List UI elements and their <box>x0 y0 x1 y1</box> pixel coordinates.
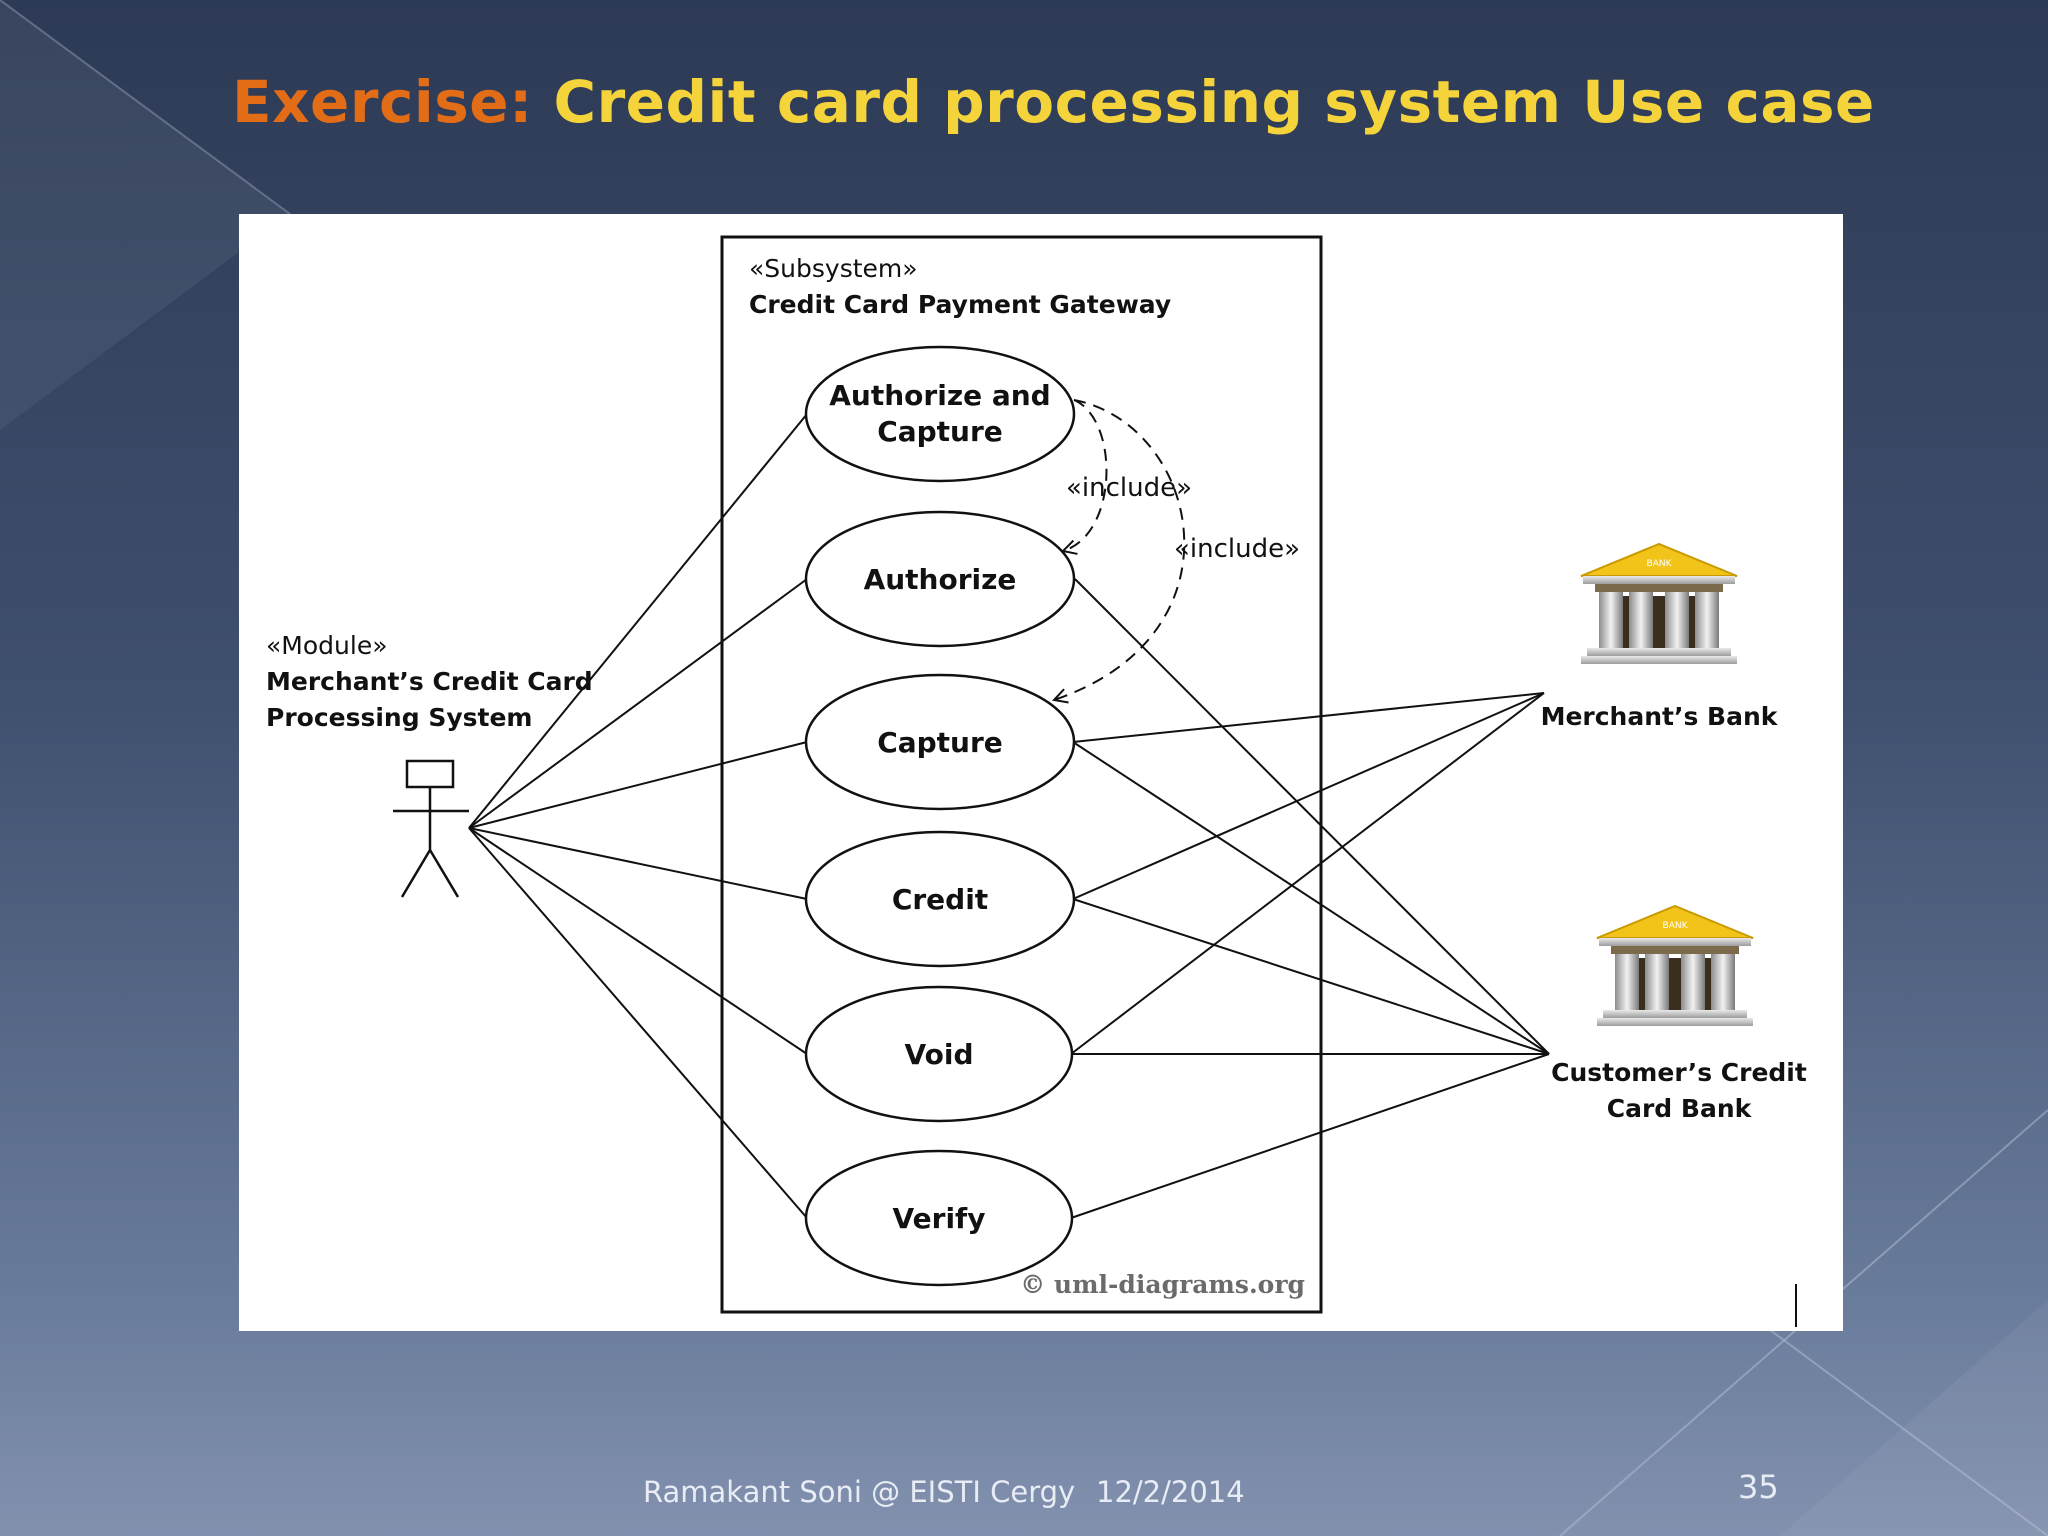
use-case-label: Authorize and <box>829 379 1050 412</box>
subsystem-name: Credit Card Payment Gateway <box>749 290 1171 319</box>
use-case-capture <box>804 673 1076 811</box>
include-arrow-capture <box>1054 399 1186 700</box>
actor-name-line: Processing System <box>266 703 532 732</box>
actor-stick-figure <box>393 759 469 898</box>
include-arrow-authorize <box>1063 399 1108 551</box>
bank-associations <box>1070 578 1550 1219</box>
slide-title-main: Credit card processing system Use case <box>553 68 1875 136</box>
use-case-label: Credit <box>892 883 988 916</box>
footer-author: Ramakant Soni @ EISTI Cergy <box>643 1475 1076 1509</box>
include-label: «include» <box>1066 473 1192 503</box>
use-case-authorize <box>804 510 1076 648</box>
actor-name-line: Merchant’s Credit Card <box>266 667 593 696</box>
slide-title: Exercise: Credit card processing system … <box>232 68 1875 136</box>
merchant-bank-label: Merchant’s Bank <box>1541 702 1779 731</box>
use-case-diagram-canvas: «Subsystem» Credit Card Payment Gateway <box>266 235 1807 1327</box>
use-case-void <box>804 985 1074 1123</box>
slide-title-prefix: Exercise: <box>232 68 533 136</box>
use-case-credit <box>804 830 1076 968</box>
use-case-diagram: «Subsystem» Credit Card Payment Gateway <box>239 214 1843 1331</box>
subsystem-stereotype: «Subsystem» <box>749 254 918 283</box>
use-case-label: Verify <box>893 1202 986 1235</box>
use-case-label: Authorize <box>864 563 1017 596</box>
customer-bank-label: Card Bank <box>1607 1094 1753 1123</box>
include-label: «include» <box>1174 534 1300 564</box>
use-case-label: Void <box>904 1038 973 1071</box>
bank-sign-text: BANK <box>1647 559 1673 569</box>
use-case-verify <box>804 1149 1074 1287</box>
page-number: 35 <box>1738 1468 1779 1506</box>
actor-stereotype: «Module» <box>266 631 388 660</box>
use-case-label: Capture <box>877 415 1003 448</box>
bank-sign-text: BANK <box>1663 921 1689 931</box>
use-case-label: Capture <box>877 726 1003 759</box>
customer-bank-label: Customer’s Credit <box>1551 1058 1807 1087</box>
subsystem-boundary <box>720 235 1323 1314</box>
diagram-watermark: © uml-diagrams.org <box>1020 1270 1305 1299</box>
use-case-authorize-and-capture <box>804 345 1076 483</box>
actor-associations <box>468 413 808 1219</box>
footer-date: 12/2/2014 <box>1096 1475 1245 1509</box>
